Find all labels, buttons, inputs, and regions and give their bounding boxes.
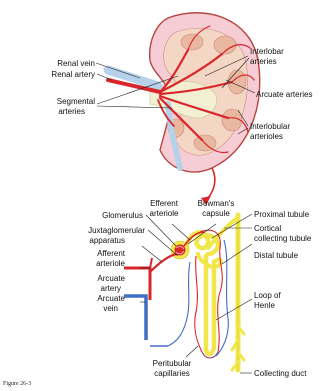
label-efferent-arteriole-line2: arteriole xyxy=(150,209,179,218)
label-interlobular-arterioles-line1: Interlobular xyxy=(250,122,290,131)
label-proximal-tubule: Proximal tubule xyxy=(254,210,310,219)
cortical-collecting-tubule xyxy=(208,218,238,248)
label-interlobular-arterioles-line2: arterioles xyxy=(250,132,283,141)
label-afferent-arteriole-line2: arteriole xyxy=(96,259,125,268)
nephron-illustration xyxy=(124,215,244,370)
label-arcuate-artery-line1: Arcuate xyxy=(97,274,125,283)
label-juxtaglomerular-line1: Juxtaglomerular xyxy=(88,226,145,235)
label-arcuate-arteries: Arcuate arteries xyxy=(256,90,312,99)
label-renal-vein: Renal vein xyxy=(57,59,95,68)
zoom-arrow xyxy=(206,168,215,200)
label-loop-of-henle-line1: Loop of xyxy=(254,291,281,300)
label-cortical-collecting-tubule-line1: Cortical xyxy=(254,224,281,233)
label-peritubular-capillaries-line1: Peritubular xyxy=(153,359,192,368)
label-interlobar-arteries-line1: Interlobar xyxy=(250,47,284,56)
label-arcuate-vein-line1: Arcuate xyxy=(97,294,125,303)
label-arcuate-vein-line2: vein xyxy=(103,304,118,313)
figure-caption: Figure 26-3 xyxy=(3,381,31,387)
label-peritubular-capillaries-line2: capillaries xyxy=(154,369,190,378)
label-distal-tubule: Distal tubule xyxy=(254,251,299,260)
label-bowmans-capsule-line1: Bowman's xyxy=(198,199,235,208)
label-afferent-arteriole-line1: Afferent xyxy=(97,249,126,258)
loop-of-henle xyxy=(206,256,214,354)
label-collecting-duct: Collecting duct xyxy=(254,369,307,378)
label-efferent-arteriole-line1: Efferent xyxy=(150,199,179,208)
afferent-arteriole xyxy=(150,254,176,272)
arcuate-vein-vessel xyxy=(124,296,146,340)
label-loop-of-henle-line2: Henle xyxy=(254,301,275,310)
label-cortical-collecting-tubule-line2: collecting tubule xyxy=(254,234,312,243)
label-segmental-arteries-line2: arteries xyxy=(58,107,85,116)
label-bowmans-capsule-line2: capsule xyxy=(202,209,230,218)
label-juxtaglomerular-line2: apparatus xyxy=(89,236,125,245)
label-glomerulus: Glomerulus xyxy=(102,211,143,220)
label-renal-artery: Renal artery xyxy=(51,70,95,79)
label-arcuate-artery-line2: artery xyxy=(101,284,121,293)
label-interlobar-arteries-line2: arteries xyxy=(250,57,277,66)
label-segmental-arteries-line1: Segmental xyxy=(57,97,95,106)
